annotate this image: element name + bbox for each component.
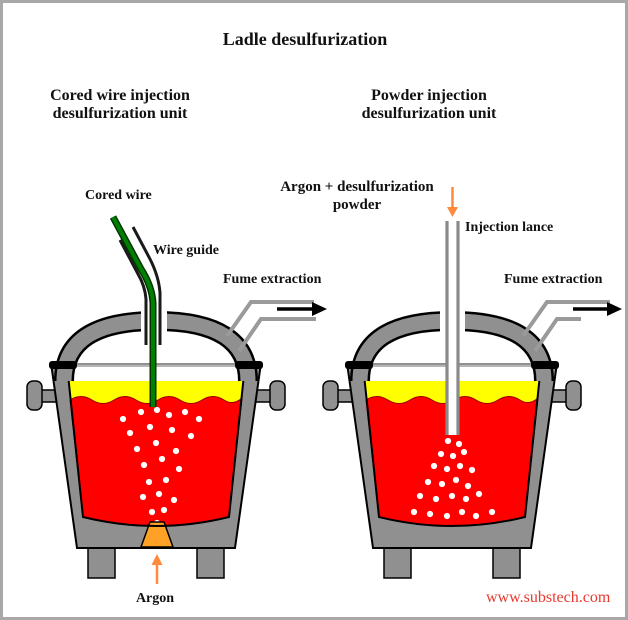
vessel-outer-edge bbox=[50, 362, 262, 549]
wire-guide-line bbox=[118, 226, 162, 345]
argon-up-arrow-icon bbox=[151, 554, 163, 584]
argon-bubble bbox=[165, 411, 173, 419]
injection-lance-tube bbox=[445, 221, 460, 435]
cored-wire-unit bbox=[26, 215, 327, 584]
argon-bubble bbox=[426, 510, 434, 518]
watermark-link[interactable]: www.substech.com bbox=[486, 589, 611, 606]
ladle-leg bbox=[196, 547, 225, 579]
argon-bubble bbox=[424, 478, 432, 486]
feed-label-line1: Argon + desulfurization bbox=[280, 179, 434, 195]
argon-bubble bbox=[152, 439, 160, 447]
argon-bubble bbox=[170, 496, 178, 504]
rim-clamp bbox=[235, 361, 263, 369]
injection-lance-label: Injection lance bbox=[465, 220, 554, 235]
argon-bubble bbox=[119, 415, 127, 423]
argon-bubble bbox=[475, 490, 483, 498]
fume-extraction-label-left: Fume extraction bbox=[223, 272, 322, 287]
argon-bubble bbox=[187, 432, 195, 440]
vessel-inner-edge bbox=[66, 364, 246, 527]
ladle-leg bbox=[383, 547, 412, 579]
argon-bubble bbox=[140, 461, 148, 469]
argon-bubble bbox=[458, 508, 466, 516]
argon-bubble bbox=[175, 465, 183, 473]
left-unit-subtitle-line1: Cored wire injection bbox=[50, 87, 190, 104]
argon-bubble bbox=[137, 408, 145, 416]
argon-bubble bbox=[438, 480, 446, 488]
page-title: Ladle desulfurization bbox=[222, 29, 388, 49]
rim-clamp bbox=[345, 361, 373, 369]
ladle-leg bbox=[87, 547, 116, 579]
argon-powder-feed-label: Argon + desulfurization powder bbox=[280, 178, 434, 214]
argon-bubble bbox=[195, 415, 203, 423]
argon-bubble bbox=[448, 492, 456, 500]
right-unit-subtitle: Powder injection desulfurization unit bbox=[362, 87, 497, 123]
argon-bubble bbox=[172, 447, 180, 455]
fume-extraction-label-right: Fume extraction bbox=[504, 272, 603, 287]
argon-label: Argon bbox=[135, 591, 175, 606]
argon-bubble bbox=[464, 482, 472, 490]
argon-bubble bbox=[472, 512, 480, 520]
argon-bubble bbox=[443, 465, 451, 473]
fume-extraction-duct bbox=[521, 300, 610, 353]
argon-bubble bbox=[468, 466, 476, 474]
argon-bubble bbox=[153, 406, 161, 414]
argon-bubble bbox=[139, 493, 147, 501]
argon-bubble bbox=[145, 478, 153, 486]
argon-bubble bbox=[168, 426, 176, 434]
wire-guide-label: Wire guide bbox=[153, 243, 219, 258]
cored-wire-line bbox=[109, 215, 157, 407]
argon-bubble bbox=[410, 508, 418, 516]
right-unit-subtitle-line2: desulfurization unit bbox=[361, 105, 497, 122]
argon-bubble bbox=[444, 437, 452, 445]
feed-label-line2: powder bbox=[332, 197, 382, 213]
argon-bubble bbox=[126, 429, 134, 437]
powder-injection-unit bbox=[322, 187, 622, 579]
fume-arrow-icon bbox=[573, 302, 622, 316]
argon-bubble bbox=[155, 490, 163, 498]
vessel-inner-edge bbox=[362, 364, 542, 527]
argon-bubble bbox=[146, 423, 154, 431]
argon-bubble bbox=[158, 455, 166, 463]
argon-bubble bbox=[449, 452, 457, 460]
argon-bubble bbox=[462, 495, 470, 503]
argon-bubble bbox=[443, 512, 451, 520]
argon-bubble bbox=[181, 408, 189, 416]
left-unit-subtitle-line2: desulfurization unit bbox=[52, 105, 188, 122]
argon-bubble bbox=[437, 450, 445, 458]
fume-arrow-icon bbox=[277, 302, 327, 316]
argon-bubble bbox=[133, 445, 141, 453]
ladle-leg bbox=[492, 547, 521, 579]
rim-clamp bbox=[49, 361, 77, 369]
argon-bubble bbox=[452, 476, 460, 484]
powder-down-arrow-icon bbox=[447, 187, 458, 217]
fume-extraction-duct bbox=[225, 300, 316, 353]
argon-bubble bbox=[430, 462, 438, 470]
argon-bubbles bbox=[119, 406, 203, 527]
ladle-desulfurization-diagram bbox=[26, 187, 622, 584]
argon-bubble bbox=[488, 508, 496, 516]
cored-wire-label: Cored wire bbox=[85, 188, 152, 203]
argon-bubbles bbox=[410, 437, 496, 520]
argon-bubble bbox=[160, 506, 168, 514]
right-unit-subtitle-line1: Powder injection bbox=[371, 87, 487, 104]
vessel-outer-edge bbox=[346, 362, 558, 549]
argon-bubble bbox=[456, 462, 464, 470]
argon-bubble bbox=[460, 448, 468, 456]
argon-bubble bbox=[416, 492, 424, 500]
argon-bubble bbox=[455, 440, 463, 448]
left-unit-subtitle: Cored wire injection desulfurization uni… bbox=[50, 87, 190, 123]
argon-bubble bbox=[148, 508, 156, 516]
rim-clamp bbox=[531, 361, 559, 369]
argon-bubble bbox=[432, 495, 440, 503]
steel-bath bbox=[69, 396, 243, 527]
argon-bubble bbox=[162, 476, 170, 484]
